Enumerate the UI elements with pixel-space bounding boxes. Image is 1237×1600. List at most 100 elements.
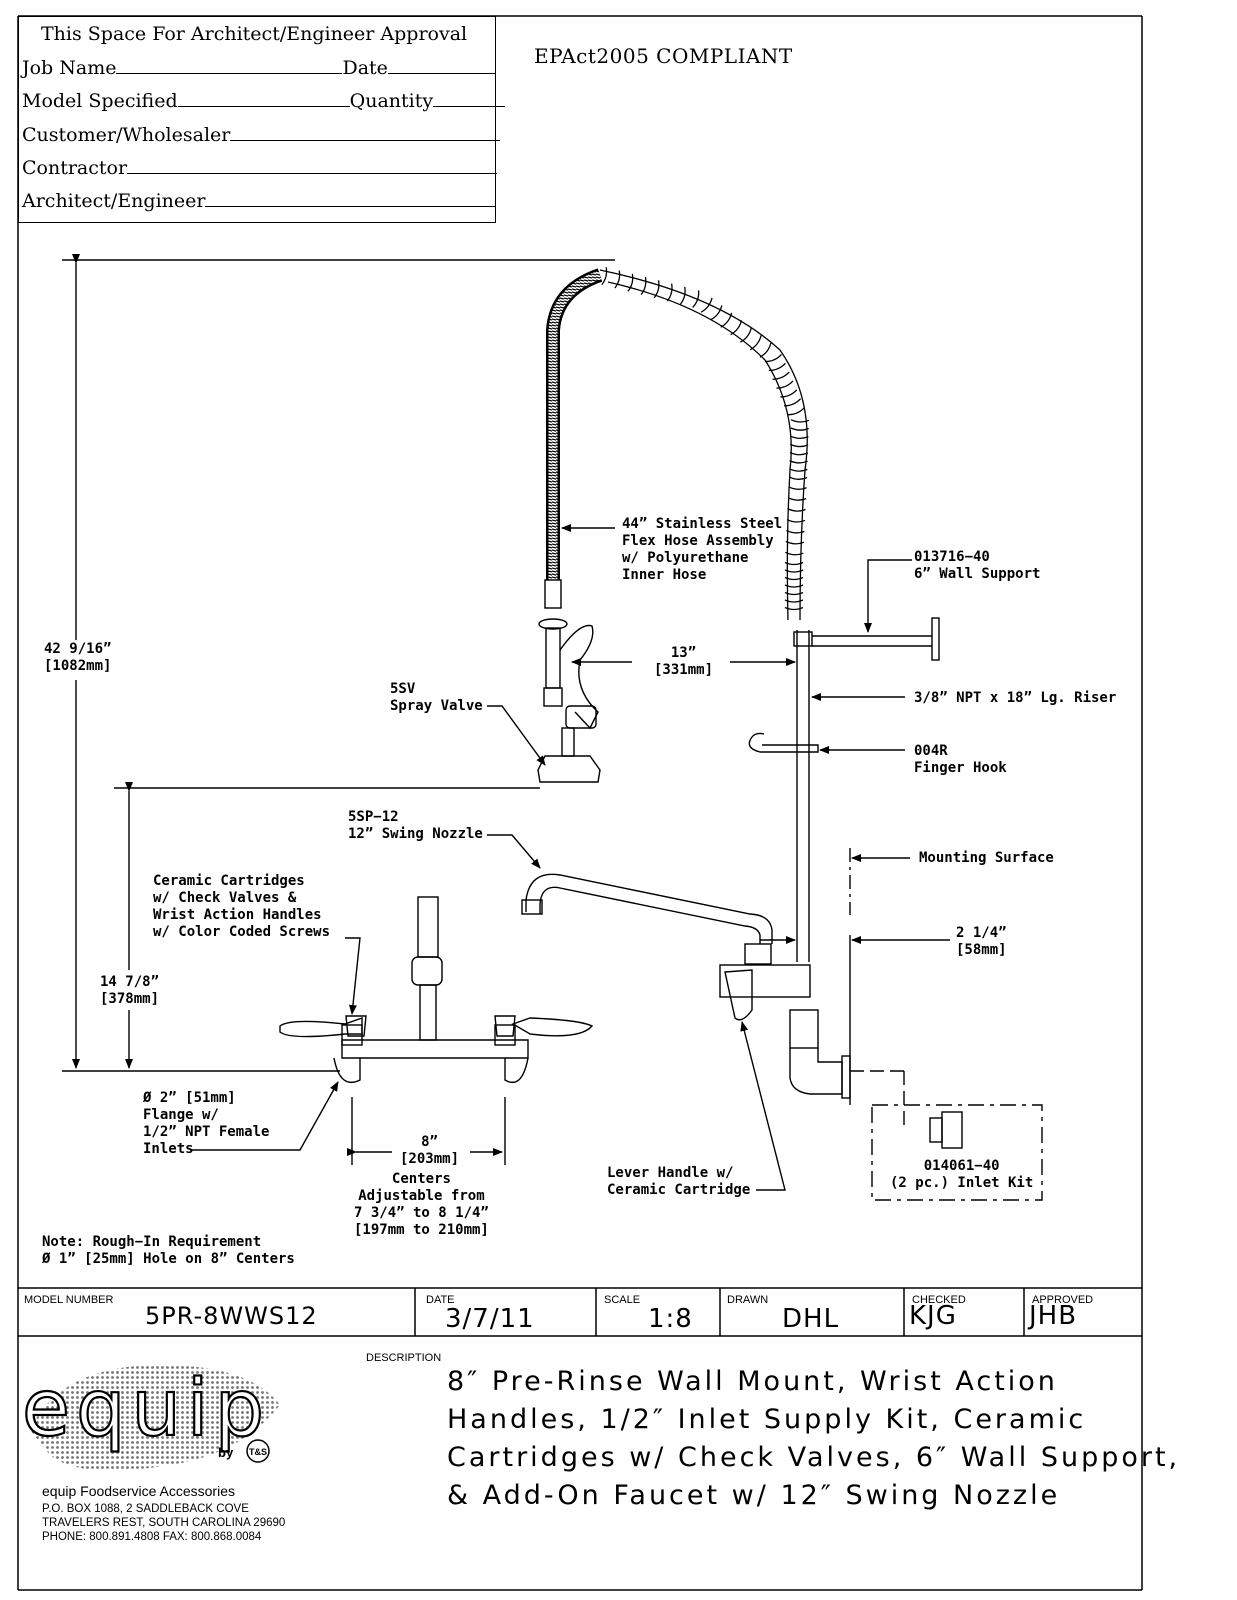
- finger-hook-callout: 004R Finger Hook: [914, 743, 1007, 776]
- reach-callout: 13” [331mm]: [654, 645, 714, 678]
- right-flange: [504, 1057, 529, 1084]
- coil-turn: [790, 435, 809, 440]
- inlet-flange: [841, 1055, 851, 1099]
- coil-turn: [785, 551, 804, 556]
- riser-clamp: [793, 631, 813, 647]
- cartridges-callout: Ceramic Cartridges w/ Check Valves & Wri…: [153, 873, 331, 940]
- swing-nozzle-callout: 5SP−12 12” Swing Nozzle: [348, 809, 483, 842]
- lower-stem: [419, 984, 437, 1041]
- drawn-label: DRAWN: [727, 1294, 769, 1306]
- nozzle-base: [744, 943, 772, 965]
- centers-note: Centers Adjustable from 7 3/4” to 8 1/4”…: [354, 1171, 489, 1238]
- total-height-callout: 42 9/16” [1082mm]: [44, 641, 112, 674]
- coil-turn: [789, 451, 809, 456]
- approved-value: JHB: [1029, 1301, 1078, 1331]
- date-label: Date: [342, 57, 388, 79]
- model-specified-field[interactable]: Model Specified Quantity: [22, 90, 506, 112]
- company-address-2: TRAVELERS REST, SOUTH CAROLINA 29690: [42, 1517, 286, 1529]
- contractor-field[interactable]: Contractor: [22, 157, 498, 179]
- centers-callout: 8” [203mm]: [400, 1134, 460, 1167]
- architect-field[interactable]: Architect/Engineer: [22, 190, 496, 212]
- architect-label: Architect/Engineer: [22, 190, 206, 212]
- spray-valve-head: [565, 705, 597, 729]
- scale-label: SCALE: [604, 1294, 641, 1306]
- lower-check-valve: [789, 1009, 819, 1049]
- spray-valve-lever: [559, 624, 599, 730]
- spray-valve-nut: [543, 687, 563, 707]
- company-phone-fax: PHONE: 800.891.4808 FAX: 800.868.0084: [42, 1531, 262, 1543]
- customer-field[interactable]: Customer/Wholesaler: [22, 124, 501, 146]
- description-line-3: Cartridges w/ Check Valves, 6″ Wall Supp…: [447, 1442, 1181, 1473]
- inlet-kit-callout: 014061−40 (2 pc.) Inlet Kit: [890, 1158, 1034, 1191]
- left-wrist-handle: [279, 1017, 363, 1038]
- coil-turn: [640, 276, 647, 295]
- finger-hook: [748, 732, 819, 753]
- coil-turn: [692, 290, 700, 308]
- description-line-1: 8″ Pre-Rinse Wall Mount, Wrist Action: [447, 1366, 1058, 1397]
- logo-wordmark: equip: [22, 1364, 270, 1454]
- mounting-surface-callout: Mounting Surface: [919, 850, 1054, 866]
- spring-coil: [599, 269, 808, 621]
- ts-mark: T&S: [249, 1447, 267, 1457]
- drawn-value: DHL: [782, 1304, 840, 1334]
- ts-badge: [246, 1439, 270, 1463]
- scale-value: 1:8: [648, 1304, 693, 1334]
- faucet-bridge: [341, 1039, 529, 1059]
- left-cartridge: [345, 1015, 367, 1037]
- coil-turn: [784, 576, 804, 581]
- coil-turn: [784, 584, 804, 588]
- coil-turn: [764, 353, 783, 363]
- coil-turn: [627, 273, 634, 292]
- company-name: equip Foodservice Accessories: [42, 1483, 235, 1499]
- coil-turn: [700, 297, 713, 313]
- coil-turn: [720, 312, 733, 328]
- spray-valve-stem: [561, 727, 575, 757]
- model-specified-label: Model Specified: [22, 90, 178, 112]
- swing-nozzle-upper: [525, 873, 773, 944]
- model-number: 5PR-8WWS12: [145, 1302, 318, 1330]
- coil-turn: [776, 380, 794, 389]
- inner-hose: [546, 268, 603, 580]
- description-line-4: & Add-On Faucet w/ 12″ Swing Nozzle: [447, 1480, 1061, 1511]
- riser-callout: 3/8” NPT x 18” Lg. Riser: [914, 690, 1117, 706]
- coil-turn: [787, 497, 807, 501]
- coil-turn: [666, 283, 673, 302]
- logo-by: by: [218, 1445, 234, 1460]
- coil-turn: [601, 267, 608, 286]
- logo-swoosh: [30, 1365, 280, 1471]
- company-address-1: P.O. BOX 1088, 2 SADDLEBACK COVE: [42, 1503, 249, 1515]
- right-body: [494, 1024, 516, 1046]
- lever-handle: [724, 969, 753, 1021]
- checked-label: CHECKED: [912, 1294, 966, 1306]
- coil-turn: [730, 320, 743, 336]
- inlet-kit-nut: [929, 1117, 943, 1143]
- coil-turn: [784, 569, 804, 573]
- coil-turn: [784, 599, 804, 603]
- wall-support-callout: 013716−40 6” Wall Support: [914, 549, 1041, 582]
- coil-turn: [786, 518, 806, 523]
- model-number-label: MODEL NUMBER: [24, 1294, 114, 1306]
- spray-valve-body: [545, 627, 561, 689]
- coil-turn: [787, 508, 806, 512]
- right-cartridge: [494, 1015, 516, 1037]
- add-on-faucet-body: [719, 964, 811, 998]
- coil-turn: [780, 389, 798, 398]
- compliance-note: EPAct2005 COMPLIANT: [534, 44, 793, 68]
- coil-turn: [787, 407, 805, 416]
- lever-handle-callout: Lever Handle w/ Ceramic Cartridge: [607, 1165, 751, 1198]
- hose-callout: 44” Stainless Steel Flex Hose Assembly w…: [622, 516, 783, 583]
- coil-turn: [790, 419, 810, 423]
- coil-turn: [784, 561, 804, 566]
- rough-in-note: Note: Rough−In Requirement Ø 1” [25mm] H…: [42, 1234, 295, 1267]
- quantity-label: Quantity: [349, 90, 434, 112]
- coil-turn: [679, 286, 686, 305]
- date-label: DATE: [426, 1294, 455, 1306]
- coil-turn: [790, 427, 809, 431]
- vertical-stem: [417, 896, 439, 958]
- coil-turn: [759, 342, 772, 358]
- coil-turn: [772, 371, 790, 380]
- coil-turn: [786, 529, 805, 534]
- coil-turn: [785, 540, 805, 545]
